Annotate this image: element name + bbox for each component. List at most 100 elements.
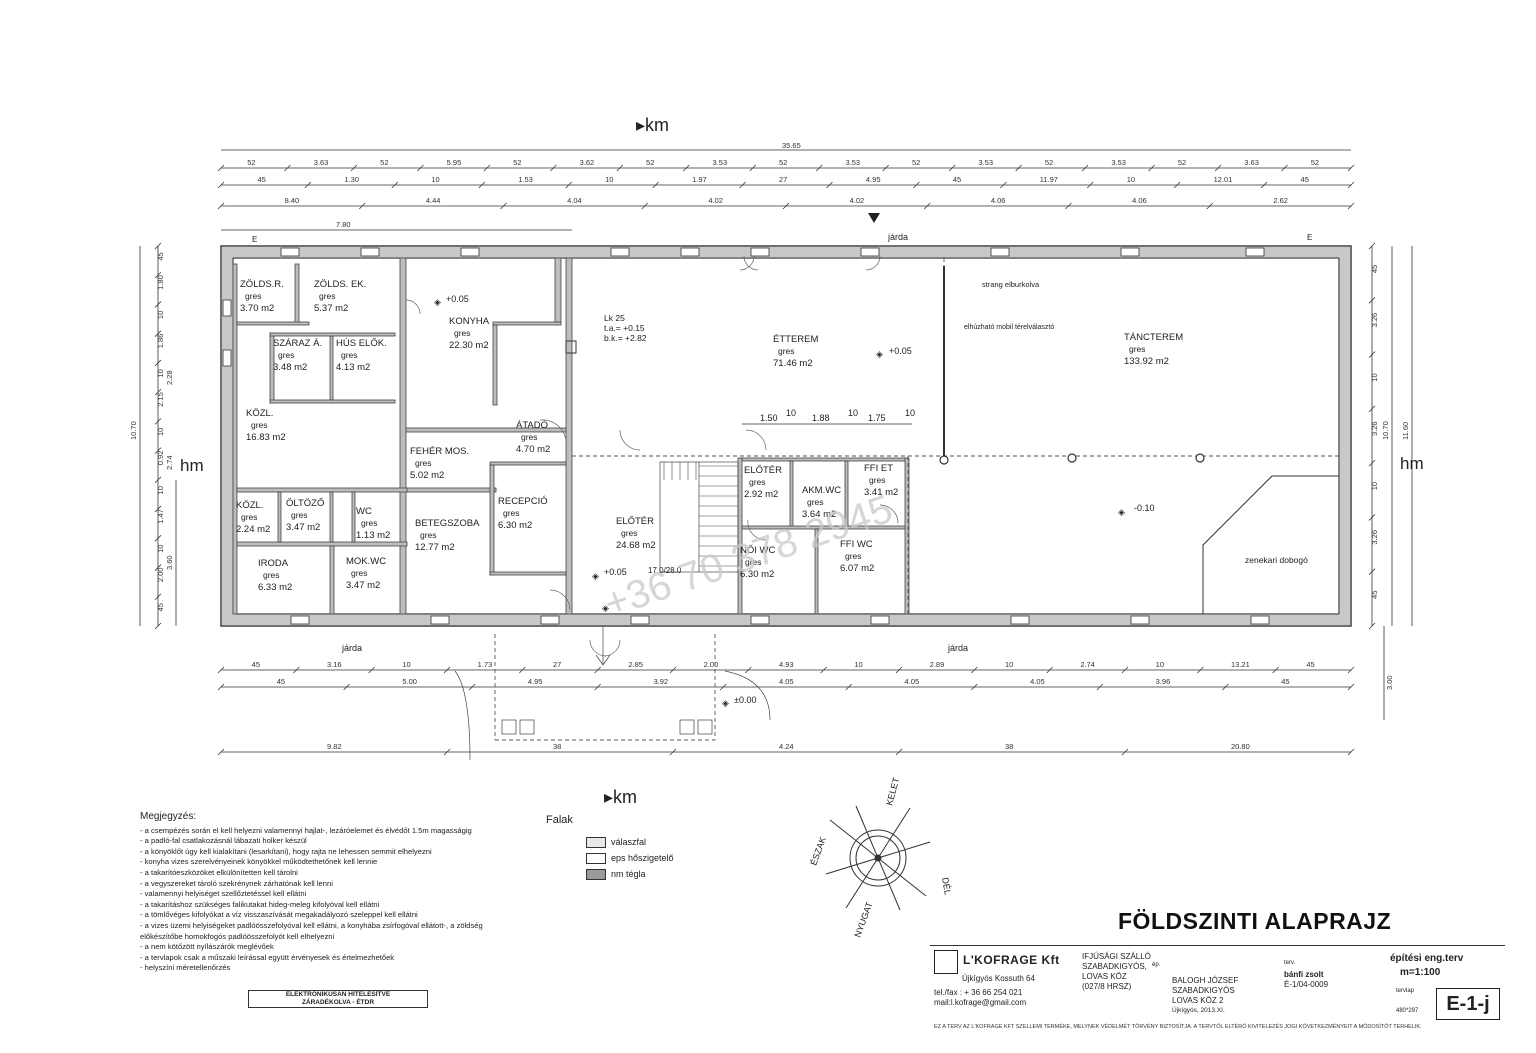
owner-line: BALOGH JÓZSEF bbox=[1172, 976, 1239, 985]
dimension-label: 10 bbox=[1005, 660, 1013, 669]
room-name: FFI ET bbox=[864, 463, 893, 474]
svg-text:10: 10 bbox=[905, 408, 915, 418]
dimension-label: 1.53 bbox=[518, 175, 533, 184]
dimension-label: 1.80 bbox=[156, 275, 165, 290]
firm-address: Újkígyós Kossuth 64 bbox=[962, 974, 1035, 983]
room-area: 6.07 m2 bbox=[840, 563, 874, 574]
room-material: gres bbox=[241, 512, 258, 522]
section-mark-bottom: ▸km bbox=[604, 787, 637, 807]
dimension-label: 4.93 bbox=[779, 660, 794, 669]
note-item: - helyszíni méretellenőrzés bbox=[140, 963, 231, 973]
dimension-label: 20.80 bbox=[1231, 742, 1250, 751]
note-item: - konyha vizes szerelvényeinek könyökkel… bbox=[140, 857, 378, 867]
dimension-label: 4.05 bbox=[905, 677, 920, 686]
level-marker: ◈-0.10 bbox=[1118, 503, 1155, 517]
dimension-label: 10 bbox=[156, 486, 165, 494]
room-area: 4.70 m2 bbox=[516, 444, 550, 455]
room-area: 12.77 m2 bbox=[415, 542, 455, 553]
windows bbox=[222, 247, 1270, 625]
dimension-label: 11.60 bbox=[1401, 422, 1410, 440]
room-material: gres bbox=[251, 420, 268, 430]
firm-tel: tel./fax : + 36 66 254 021 bbox=[934, 988, 1023, 997]
note-item: - a vegyszereket tároló szekrénynek zárh… bbox=[140, 878, 333, 888]
outer-walls bbox=[220, 245, 1352, 627]
room-area: 71.46 m2 bbox=[773, 358, 813, 369]
dimension-label: 45 bbox=[1281, 677, 1289, 686]
room-area: 3.47 m2 bbox=[286, 522, 320, 533]
dimension-label: 1.47 bbox=[156, 509, 165, 524]
designer-name: bánfi zsolt bbox=[1284, 970, 1324, 979]
room-area: 3.47 m2 bbox=[346, 580, 380, 591]
legend-label: eps hőszigetelő bbox=[611, 853, 674, 863]
dimension-label: 45 bbox=[1370, 265, 1379, 273]
owner-block: BALOGH JÓZSEF SZABADKIGYÓS LOVAS KÖZ 2 Ú… bbox=[1172, 976, 1238, 1016]
svg-text:1.50: 1.50 bbox=[760, 413, 778, 423]
window bbox=[610, 247, 630, 257]
legend-item: eps hőszigetelő bbox=[586, 850, 674, 866]
section-mark-right: hm bbox=[1400, 454, 1424, 473]
window bbox=[280, 247, 300, 257]
sidewalk-label: járda bbox=[887, 232, 908, 242]
room-name: BETEGSZOBA bbox=[415, 518, 480, 529]
window bbox=[630, 615, 650, 625]
legend-item: nm tégla bbox=[586, 866, 674, 882]
dimension-label: 2.00 bbox=[156, 568, 165, 583]
level-marker: ◈+0.05 bbox=[592, 567, 627, 581]
room-area: 3.48 m2 bbox=[273, 362, 307, 373]
note-item: - a takarítóeszközöket elkülönítetten ke… bbox=[140, 867, 298, 877]
sheet-code: E-1-j bbox=[1436, 988, 1500, 1020]
room-area: 24.68 m2 bbox=[616, 540, 656, 551]
dimension-label: 10 bbox=[156, 428, 165, 436]
plan-scale: m=1:100 bbox=[1400, 967, 1441, 978]
room-name: ÁTADÓ bbox=[516, 420, 548, 431]
room-material: gres bbox=[361, 518, 378, 528]
room-area: 3.41 m2 bbox=[864, 487, 898, 498]
svg-text:+0.05: +0.05 bbox=[889, 346, 912, 356]
window bbox=[222, 299, 232, 317]
dimension-label: 52 bbox=[1178, 158, 1186, 167]
dimension-label: 10 bbox=[156, 545, 165, 553]
stage-outline bbox=[1202, 475, 1339, 614]
place-date: Újkígyós, 2013.XI. bbox=[1172, 1007, 1225, 1014]
dimension-label: 10 bbox=[1127, 175, 1135, 184]
dimension-label: 45 bbox=[277, 677, 285, 686]
note-item: - a könyöklőt úgy kell kialakítani (lesa… bbox=[140, 846, 432, 856]
room-material: gres bbox=[454, 328, 471, 338]
room-name: FFI WC bbox=[840, 539, 873, 550]
room-material: gres bbox=[278, 350, 295, 360]
columns bbox=[939, 453, 1205, 465]
firm-block: L'KOFRAGE Kft Újkígyós Kossuth 64 tel./f… bbox=[934, 950, 1070, 1008]
room-name: AKM.WC bbox=[802, 485, 841, 496]
svg-text:ÉSZAK: ÉSZAK bbox=[808, 836, 827, 867]
room-material: gres bbox=[745, 557, 762, 567]
room-name: ELŐTÉR bbox=[744, 465, 782, 476]
room-area: 6.30 m2 bbox=[740, 569, 774, 580]
compass bbox=[825, 805, 931, 911]
room-name: WC bbox=[356, 506, 372, 517]
window bbox=[1250, 615, 1270, 625]
wall-mark: E bbox=[252, 235, 257, 244]
section-mark-left: hm bbox=[180, 456, 204, 475]
notes-block: Megjegyzés: - a csempézés során el kell … bbox=[140, 811, 560, 974]
project-line: (027/8 HRSZ) bbox=[1082, 982, 1132, 991]
door-swings bbox=[405, 255, 899, 657]
svg-text:KELET: KELET bbox=[884, 776, 901, 807]
svg-text:10: 10 bbox=[848, 408, 858, 418]
dimension-label: 2.89 bbox=[930, 660, 945, 669]
dimension-label: 2.85 bbox=[628, 660, 643, 669]
svg-text:b.k.= +2.82: b.k.= +2.82 bbox=[604, 333, 647, 343]
dimension-label: 4.05 bbox=[1030, 677, 1045, 686]
note-item: előkészítőbe homokfogós padlóösszefolyót… bbox=[140, 931, 335, 941]
dimension-label: 3.53 bbox=[978, 158, 993, 167]
room-area: 3.70 m2 bbox=[240, 303, 274, 314]
svg-text:+0.05: +0.05 bbox=[604, 567, 627, 577]
